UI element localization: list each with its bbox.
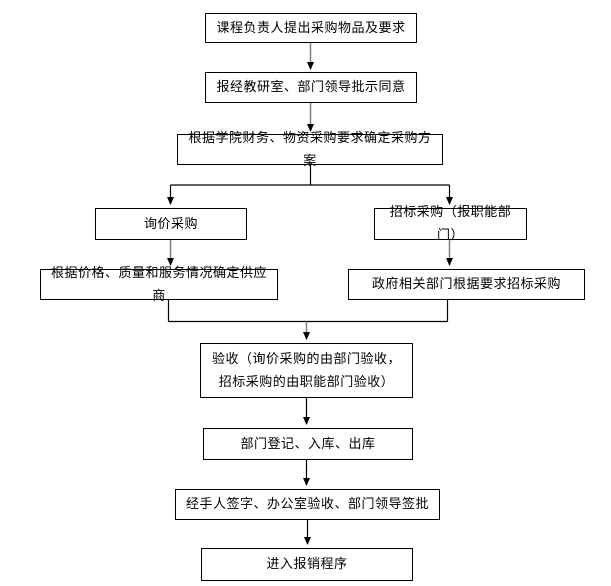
flow-node-plan: 根据学院财务、物资采购要求确定采购方案 [177,131,443,169]
flow-node-tender: 招标采购（报职能部门） [374,205,527,243]
flow-node-acceptance: 验收（询价采购的由部门验收，招标采购的由职能部门验收） [200,343,413,398]
flow-node-sign: 经手人签字、办公室验收、部门领导签批 [175,489,440,520]
flow-node-approve: 报经教研室、部门领导批示同意 [205,72,417,103]
flow-node-reimburse: 进入报销程序 [201,548,413,581]
flow-node-gov-tender: 政府相关部门根据要求招标采购 [348,269,585,300]
flow-node-supplier: 根据价格、质量和服务情况确定供应商 [40,266,278,304]
flow-node-propose: 课程负责人提出采购物品及要求 [205,13,417,43]
flow-node-inquiry: 询价采购 [95,208,247,240]
flow-node-register: 部门登记、入库、出库 [203,428,413,460]
